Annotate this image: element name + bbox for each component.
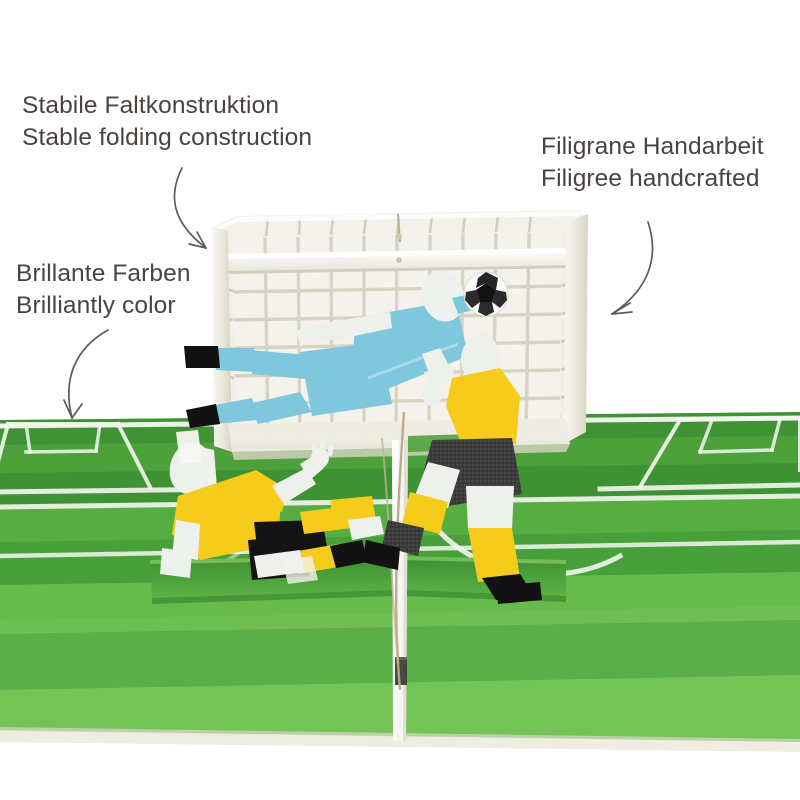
goalkeeper-boot-upper <box>184 346 220 368</box>
arrow-filigree <box>611 221 654 315</box>
goalkeeper-sock-lower <box>248 392 312 424</box>
goal-post-left <box>212 226 232 452</box>
annotation-line-de: Filigrane Handarbeit <box>541 133 764 160</box>
striker-head <box>460 334 500 382</box>
slider-sleeve <box>242 474 288 512</box>
striker-running <box>362 334 542 604</box>
paper-cutout-mid <box>282 556 318 584</box>
annotation-brilliant-colors: Brillante Farben Brilliantly color <box>16 258 191 323</box>
arrow-stable-folding <box>173 167 207 249</box>
slider-arm-support <box>172 520 200 560</box>
striker-boot-rear <box>362 540 400 570</box>
striker-boot-front <box>496 582 542 604</box>
annotation-line-en: Stable folding construction <box>22 124 313 152</box>
arrow-brilliant-colors <box>68 329 109 419</box>
slider-boot <box>330 540 368 568</box>
striker-sock-rear <box>402 492 448 534</box>
goalkeeper-diving <box>184 270 509 428</box>
annotation-line-en: Filigree handcrafted <box>541 165 760 193</box>
goalkeeper-boot-lower <box>186 404 220 428</box>
slider-hand <box>311 441 334 468</box>
striker-sock-front <box>468 528 520 582</box>
annotation-line-en: Brilliantly color <box>16 292 176 320</box>
annotation-line-de: Stabile Faltkonstruktion <box>22 92 280 119</box>
goal-post-right <box>564 214 588 444</box>
striker-shirt <box>446 368 520 446</box>
annotation-stable-folding: Stabile Faltkonstruktion Stable folding … <box>22 90 312 155</box>
goalkeeper-arm-back <box>332 312 392 340</box>
goalkeeper-head <box>421 270 465 322</box>
soccer-ball <box>463 271 509 317</box>
annotation-filigree: Filigrane Handarbeit Filigree handcrafte… <box>541 131 764 196</box>
slider-arm-upper <box>272 468 316 504</box>
striker-hand <box>422 382 442 406</box>
annotation-line-de: Brillante Farben <box>16 260 191 287</box>
paper-cutout-left <box>176 430 202 464</box>
